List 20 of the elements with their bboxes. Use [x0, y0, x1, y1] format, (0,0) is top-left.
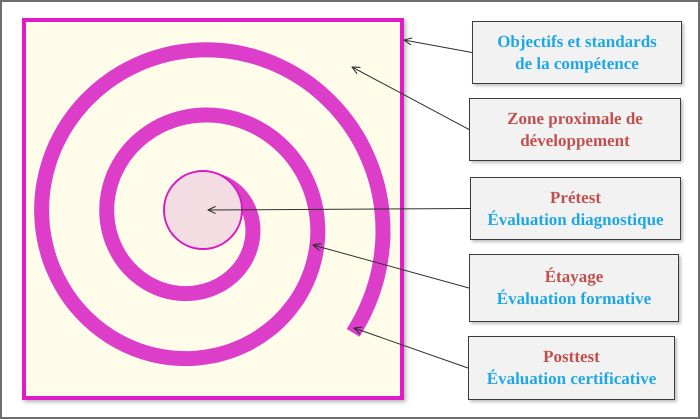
leader-arrow: [403, 37, 472, 53]
square-frame: [22, 18, 404, 400]
subheading-text: Évaluation certificative: [486, 368, 656, 390]
label-panel: [472, 21, 682, 84]
leader-arrow: [353, 326, 468, 368]
label-text: Zone proximale de développement: [506, 108, 644, 152]
subheading-text: Évaluation diagnostique: [487, 208, 664, 230]
label-panel: [470, 177, 681, 240]
label-panel: [469, 254, 679, 322]
leader-arrow: [312, 243, 470, 288]
spiral: [33, 41, 391, 367]
leader-arrow: [351, 66, 470, 130]
label-panel: [468, 336, 675, 400]
label-panel: [469, 98, 681, 161]
heading-text: Prétest: [550, 186, 601, 208]
leader-arrow: [207, 206, 470, 214]
heading-text: Posttest: [543, 346, 600, 368]
label-text: Objectifs et standards de la compétence: [496, 30, 658, 74]
heading-text: Étayage: [544, 266, 604, 288]
subheading-text: Évaluation formative: [496, 288, 652, 310]
